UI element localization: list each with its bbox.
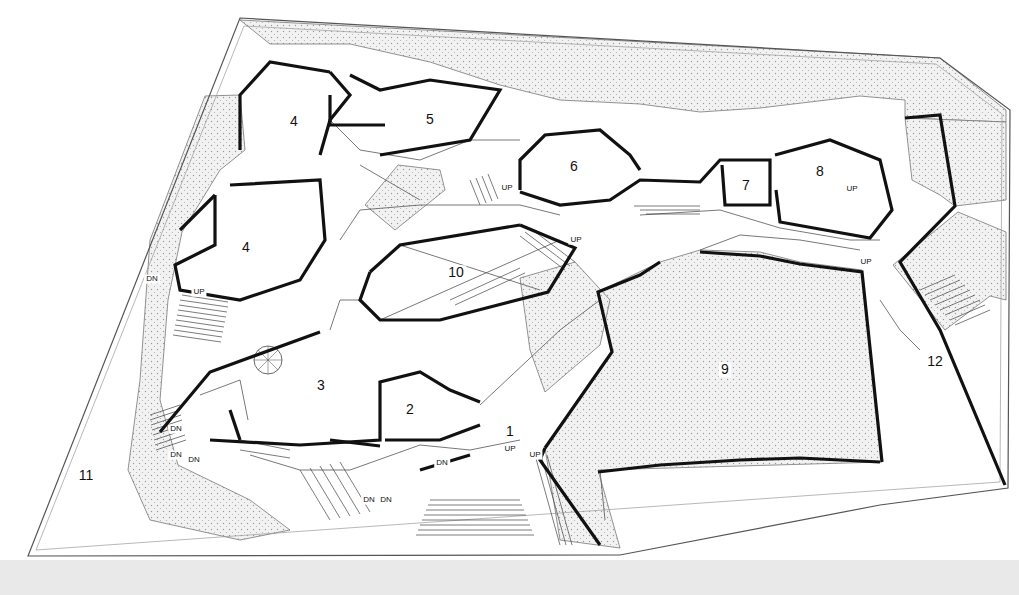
room-number: 9 [719,362,731,377]
site-boundary [36,26,1002,550]
stair-direction: UP [191,288,206,297]
room-number: 2 [404,402,416,417]
stair-direction: UP [568,236,583,245]
stair-direction: DN [144,275,160,284]
room-number: 4 [240,240,252,255]
room-number: 11 [77,468,96,483]
stair-direction: DN [168,425,184,434]
room-number: 1 [504,424,516,439]
room-number: 12 [925,354,945,369]
stair-direction: UP [527,451,542,460]
room-number: 4 [288,114,300,129]
stair-direction: UP [502,445,517,454]
stair [150,174,990,545]
stair-direction: UP [858,258,873,267]
room-number: 10 [446,265,466,280]
landscape [128,20,1006,548]
wall [160,62,1005,545]
stair-direction: DN [378,496,394,505]
room-number: 5 [424,112,436,127]
bottom-band [0,560,1019,595]
room-number: 8 [814,164,826,179]
room-number: 7 [740,178,752,193]
stair-direction: UP [499,184,514,193]
site-boundary [28,18,1010,556]
stair-direction: DN [361,496,377,505]
room-number: 6 [568,159,580,174]
stair-direction: DN [186,456,202,465]
stair-direction: UP [844,185,859,194]
stair-direction: DN [434,459,450,468]
room-number: 3 [315,378,327,393]
stair-direction: DN [168,451,184,460]
